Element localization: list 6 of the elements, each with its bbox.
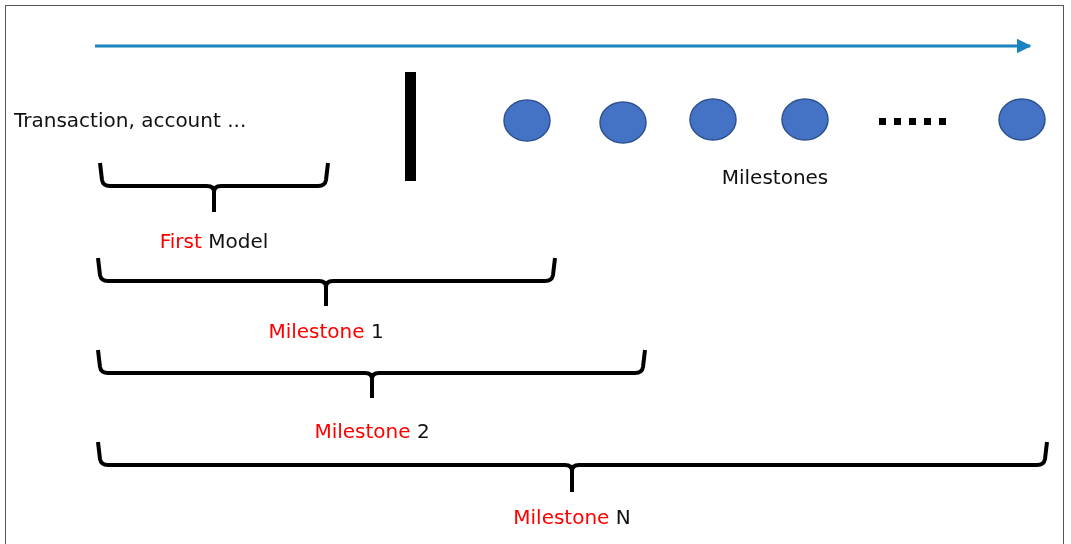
span-label: Milestone N <box>513 505 631 529</box>
span-label: Milestone 1 <box>268 319 384 343</box>
span-label: Milestone 2 <box>314 419 430 443</box>
span-label: First Model <box>159 229 269 253</box>
axis-label: Milestones <box>721 165 829 189</box>
data-label: Transaction, account ... <box>14 108 247 132</box>
